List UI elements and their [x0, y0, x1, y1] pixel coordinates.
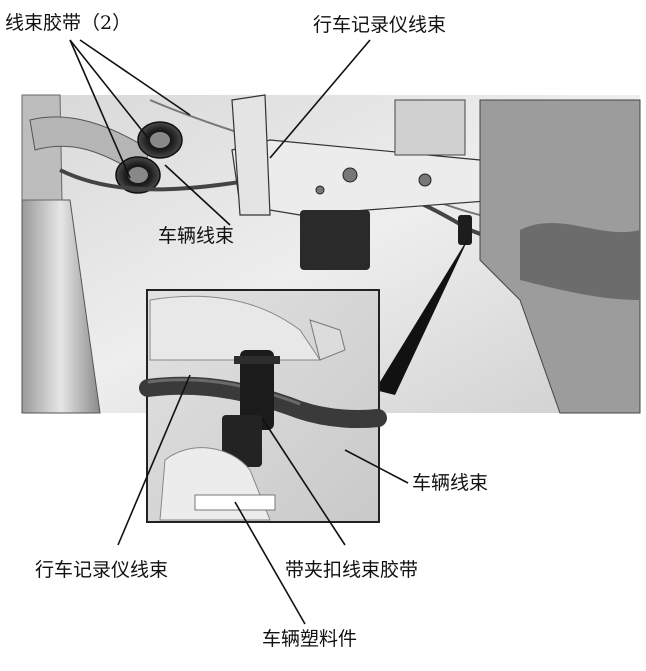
- label-recorder-harness-top: 行车记录仪线束: [313, 14, 447, 36]
- label-vehicle-harness-right: 车辆线束: [412, 472, 489, 494]
- label-vehicle-plastic-part: 车辆塑料件: [262, 628, 358, 650]
- detail-inset: [139, 289, 387, 523]
- label-recorder-harness-bottom: 行车记录仪线束: [35, 559, 169, 581]
- leader-lines: [69, 39, 409, 625]
- label-vehicle-harness-upper: 车辆线束: [158, 225, 235, 247]
- harness-tape-grommets: [115, 121, 183, 194]
- main-photo: [21, 94, 641, 414]
- label-clip-tape: 带夹扣线束胶带: [285, 559, 419, 581]
- label-harness-tape-2: 线束胶带（2）: [5, 12, 132, 34]
